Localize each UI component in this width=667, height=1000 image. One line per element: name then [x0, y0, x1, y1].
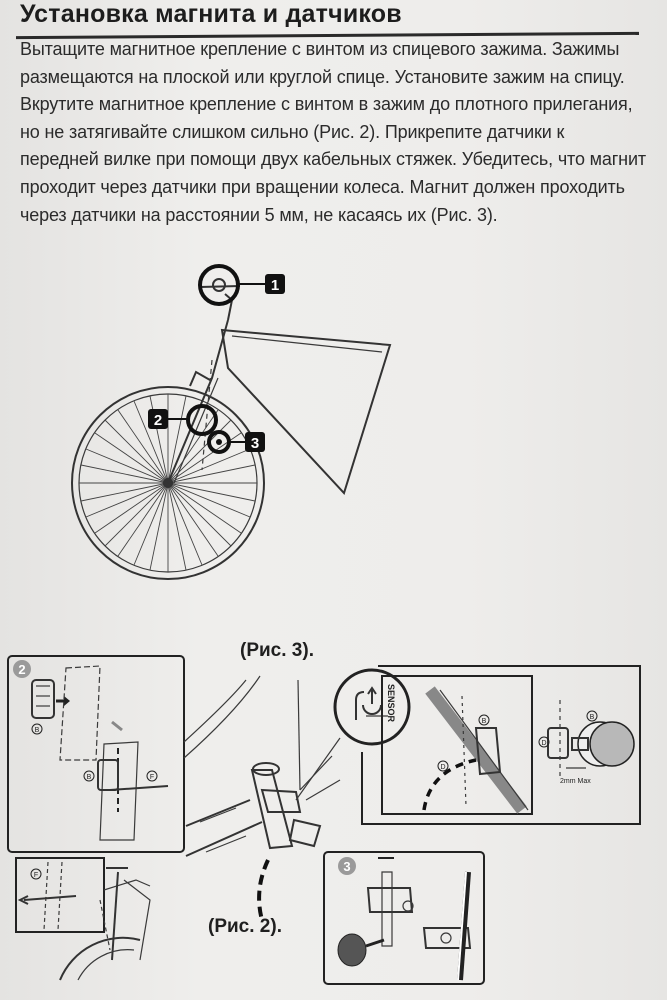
marker-b-1: B [35, 727, 40, 734]
fork-sensor-detail [183, 675, 341, 921]
callout-2-marker: 2 [148, 404, 218, 436]
panel-2-spoke-clamp: 2 B B F [7, 655, 185, 853]
callout-3-marker: 3 [207, 430, 265, 454]
panel-2-number: 2 [18, 662, 25, 677]
page-title: Установка магнита и датчиков [20, 0, 402, 28]
panel-sensor-closeup: SENSOR B D D B 2mm Max [333, 665, 641, 825]
fig3-caption: (Рис. 3). [240, 640, 314, 661]
callout-1-marker: 1 [198, 264, 285, 306]
marker-d-1: D [440, 764, 445, 771]
marker-f-2: F [34, 872, 38, 879]
sensor-label: SENSOR [386, 684, 396, 723]
callout-3-label: 3 [251, 435, 259, 452]
instruction-paragraph: Вытащите магнитное крепление с винтом из… [20, 39, 646, 225]
panel-3-magnet-mount: 3 [323, 851, 485, 985]
marker-d-2: D [541, 740, 546, 747]
marker-b-3: B [482, 718, 487, 725]
marker-f-1: F [150, 774, 154, 781]
callout-1-label: 1 [271, 277, 279, 294]
panel-3-number: 3 [343, 859, 350, 874]
marker-b-2: B [87, 774, 92, 781]
gap-label: 2mm Max [560, 778, 591, 785]
fig2-caption: (Рис. 2). [208, 916, 282, 937]
marker-b-4: B [590, 714, 595, 721]
panel-small-bike: F [15, 857, 151, 981]
callout-2-label: 2 [154, 412, 162, 429]
